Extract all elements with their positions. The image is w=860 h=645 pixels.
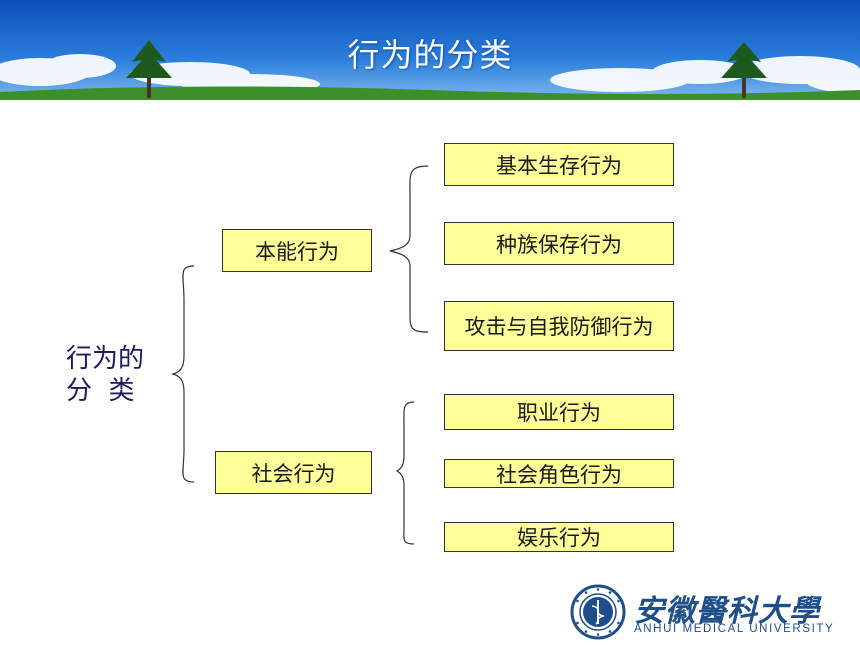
header-banner: 行为的分类	[0, 0, 860, 100]
node-basic-survival: 基本生存行为	[444, 143, 674, 186]
node-entertainment: 娱乐行为	[444, 522, 674, 552]
university-logo: 安徽醫科大學 ANHUI MEDICAL UNIVERSITY	[570, 584, 855, 640]
root-line-1: 行为的	[66, 344, 145, 374]
university-seal-icon	[570, 584, 626, 640]
root-node: 行为的 分 类	[66, 343, 166, 407]
university-name-cn: 安徽醫科大學	[634, 594, 820, 629]
sky-background	[0, 0, 860, 100]
tree-left-icon	[126, 40, 172, 98]
node-instinct-behavior: 本能行为	[222, 229, 372, 272]
node-social-role: 社会角色行为	[444, 459, 674, 488]
slide-title: 行为的分类	[347, 36, 513, 74]
node-attack-defense: 攻击与自我防御行为	[444, 301, 674, 351]
node-occupational: 职业行为	[444, 394, 674, 430]
root-line-2: 分 类	[66, 376, 135, 406]
social-brace	[395, 401, 415, 545]
grass-strip	[0, 86, 860, 100]
root-brace	[170, 265, 195, 483]
node-species-preservation: 种族保存行为	[444, 222, 674, 265]
instinct-brace	[389, 165, 429, 333]
cloud-left	[0, 54, 320, 94]
tree-right-icon	[721, 42, 767, 98]
node-social-behavior: 社会行为	[215, 451, 372, 494]
university-name-en: ANHUI MEDICAL UNIVERSITY	[634, 623, 835, 635]
